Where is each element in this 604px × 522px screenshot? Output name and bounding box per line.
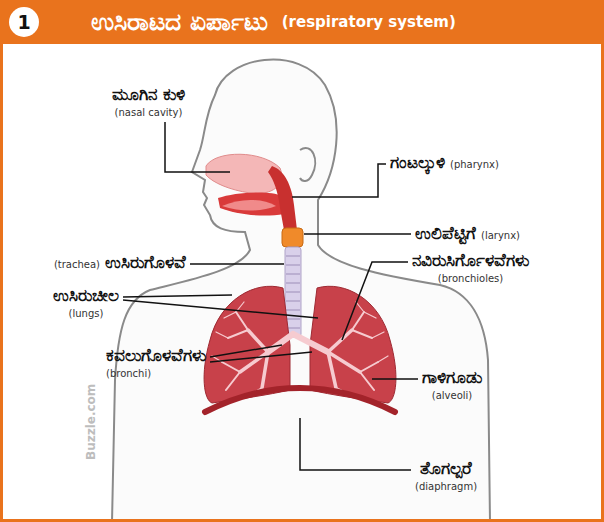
part-name: ಗಾಳಿಗೂಡು [422, 367, 482, 388]
part-name: ಮೂಗಿನ ಕುಳಿ [112, 84, 185, 105]
ear [300, 148, 315, 181]
part-name: ನವಿರುಸಿರ್ಗೊಳವೆಗಳು [412, 250, 529, 271]
part-name-english: (bronchioles) [438, 273, 503, 285]
diaphragm-shape [205, 388, 395, 412]
watermark: Buzzle.com [84, 384, 98, 460]
tongue [222, 200, 276, 211]
label-group: ಗಂಟಲ್ಕುಳಿ (pharynx) [390, 152, 499, 173]
part-name: ಉಸಿರುಚೀಲ [53, 285, 119, 306]
label-group: ಉಸಿರುಚೀಲ (lungs) [53, 285, 119, 320]
label-group: ಗಾಳಿಗೂಡು (alveoli) [422, 367, 482, 402]
label-group: ಉಲಿಪೆಟ್ಟಿಗೆ (larynx) [415, 223, 520, 244]
part-name-english: (lungs) [69, 308, 104, 320]
part-name-english: (nasal cavity) [115, 107, 183, 119]
part-name: ಗಂಟಲ್ಕುಳಿ [390, 152, 445, 173]
title-bar: 1 ಉಸಿರಾಟದ ಏರ್ಪಾಟು (respiratory system) [0, 0, 604, 44]
callout-number: 1 [9, 7, 39, 37]
larynx-shape [282, 228, 303, 247]
mouth-cavity [218, 192, 284, 215]
part-name-english: (alveoli) [432, 390, 472, 402]
label-group: ತೊಗಲ್ಪರೆ (diaphragm) [415, 458, 477, 493]
label-group: ಕವಲುಗೊಳವೆಗಳು (bronchi) [106, 345, 206, 380]
part-name: ಉಸಿರುಗೊಳವೆ [105, 252, 186, 273]
leader-lines [123, 122, 418, 470]
right-lung [310, 286, 396, 403]
part-name-english: (larynx) [481, 230, 520, 242]
label-group: ಮೂಗಿನ ಕುಳಿ (nasal cavity) [112, 84, 185, 119]
part-name-english: (pharynx) [450, 159, 499, 171]
label-group: (trachea) ಉಸಿರುಗೊಳವೆ [54, 252, 186, 273]
trachea-rings [286, 256, 300, 328]
part-name: ಉಲಿಪೆಟ್ಟಿಗೆ [415, 223, 476, 244]
body-outline [112, 60, 490, 522]
part-name: ಕವಲುಗೊಳವೆಗಳು [106, 345, 206, 366]
label-group: ನವಿರುಸಿರ್ಗೊಳವೆಗಳು (bronchioles) [412, 250, 529, 285]
part-name-english: (trachea) [54, 259, 100, 271]
pharynx-shape [268, 166, 297, 230]
subtitle-text: (respiratory system) [282, 13, 456, 31]
part-name-english: (bronchi) [106, 368, 151, 380]
title-text: ಉಸಿರಾಟದ ಏರ್ಪಾಟು [91, 7, 268, 37]
part-name: ತೊಗಲ್ಪರೆ [420, 458, 472, 479]
part-name-english: (diaphragm) [415, 481, 477, 493]
